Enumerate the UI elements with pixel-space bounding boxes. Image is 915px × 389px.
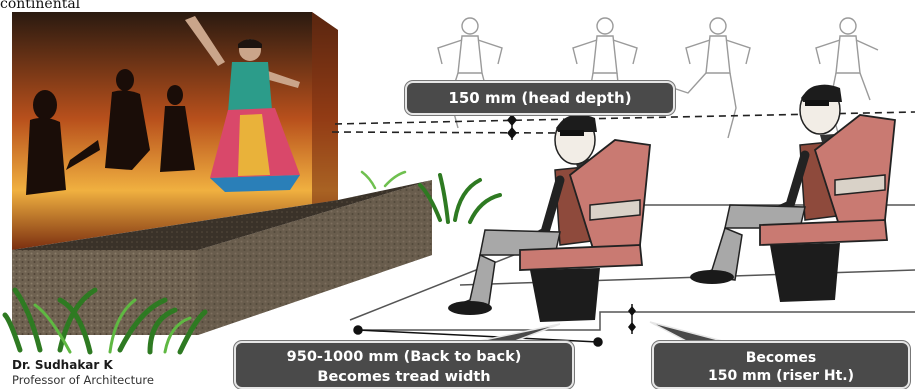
author-name: Dr. Sudhakar K <box>12 358 154 373</box>
seated-person-front <box>448 115 650 322</box>
head-depth-label: 150 mm (head depth) <box>405 81 675 115</box>
author-credit: Dr. Sudhakar K Professor of Architecture <box>12 358 154 387</box>
head-depth-marker <box>507 112 517 140</box>
tread-width-line-2: Becomes tread width <box>236 367 572 387</box>
riser-dimension-marker <box>628 304 636 334</box>
riser-height-line-1: Becomes <box>654 349 908 367</box>
seated-person-back <box>690 85 895 302</box>
tread-width-line-1: 950-1000 mm (Back to back) <box>236 347 572 367</box>
tread-width-label: 950-1000 mm (Back to back) Becomes tread… <box>234 341 574 389</box>
riser-height-line-2: 150 mm (riser Ht.) <box>654 367 908 385</box>
riser-height-label: Becomes 150 mm (riser Ht.) <box>652 341 910 389</box>
author-role: Professor of Architecture <box>12 373 154 387</box>
head-depth-text: 150 mm (head depth) <box>407 83 673 113</box>
